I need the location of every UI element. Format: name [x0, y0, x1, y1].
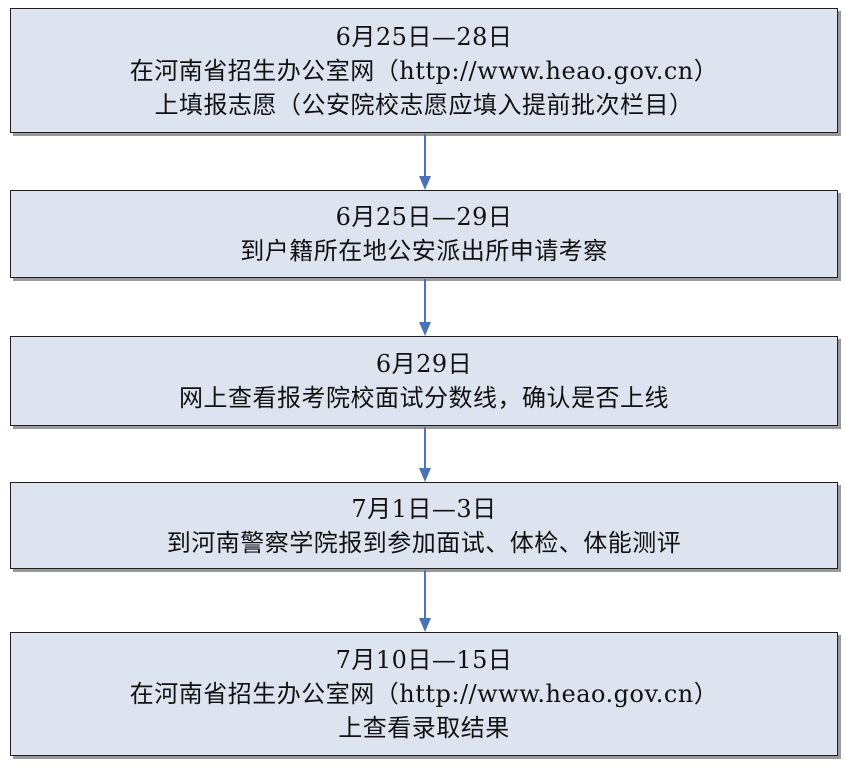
step-box-3: 6月29日 网上查看报考院校面试分数线，确认是否上线 [10, 336, 838, 426]
arrow-head-icon [419, 176, 431, 190]
step-5-line-2: 在河南省招生办公室网（http://www.heao.gov.cn） [129, 680, 719, 708]
step-4-date: 7月1日—3日 [351, 494, 497, 523]
arrow-head-icon [419, 322, 431, 336]
step-box-1: 6月25日—28日 在河南省招生办公室网（http://www.heao.gov… [10, 8, 838, 133]
step-1-line-2: 在河南省招生办公室网（http://www.heao.gov.cn） [129, 56, 719, 85]
step-2-date: 6月25日—29日 [335, 203, 513, 231]
arrow-4-to-5 [419, 570, 431, 632]
step-box-4: 7月1日—3日 到河南警察学院报到参加面试、体检、体能测评 [10, 482, 838, 569]
step-3-date: 6月29日 [375, 350, 473, 378]
arrow-3-to-4 [419, 427, 431, 482]
arrow-head-icon [419, 468, 431, 482]
step-box-5: 7月10日—15日 在河南省招生办公室网（http://www.heao.gov… [10, 632, 838, 756]
step-1-line-3: 上填报志愿（公安院校志愿应填入提前批次栏目） [154, 90, 694, 119]
arrow-1-to-2 [419, 134, 431, 190]
arrow-2-to-3 [419, 279, 431, 336]
arrow-head-icon [419, 618, 431, 632]
step-2-line-2: 到户籍所在地公安派出所申请考察 [240, 237, 608, 265]
step-1-date: 6月25日—28日 [335, 22, 513, 51]
step-5-line-3: 上查看录取结果 [338, 714, 510, 742]
step-5-date: 7月10日—15日 [335, 646, 513, 674]
step-3-line-2: 网上查看报考院校面试分数线，确认是否上线 [179, 384, 669, 412]
step-box-2: 6月25日—29日 到户籍所在地公安派出所申请考察 [10, 190, 838, 278]
step-4-line-2: 到河南警察学院报到参加面试、体检、体能测评 [166, 528, 682, 557]
